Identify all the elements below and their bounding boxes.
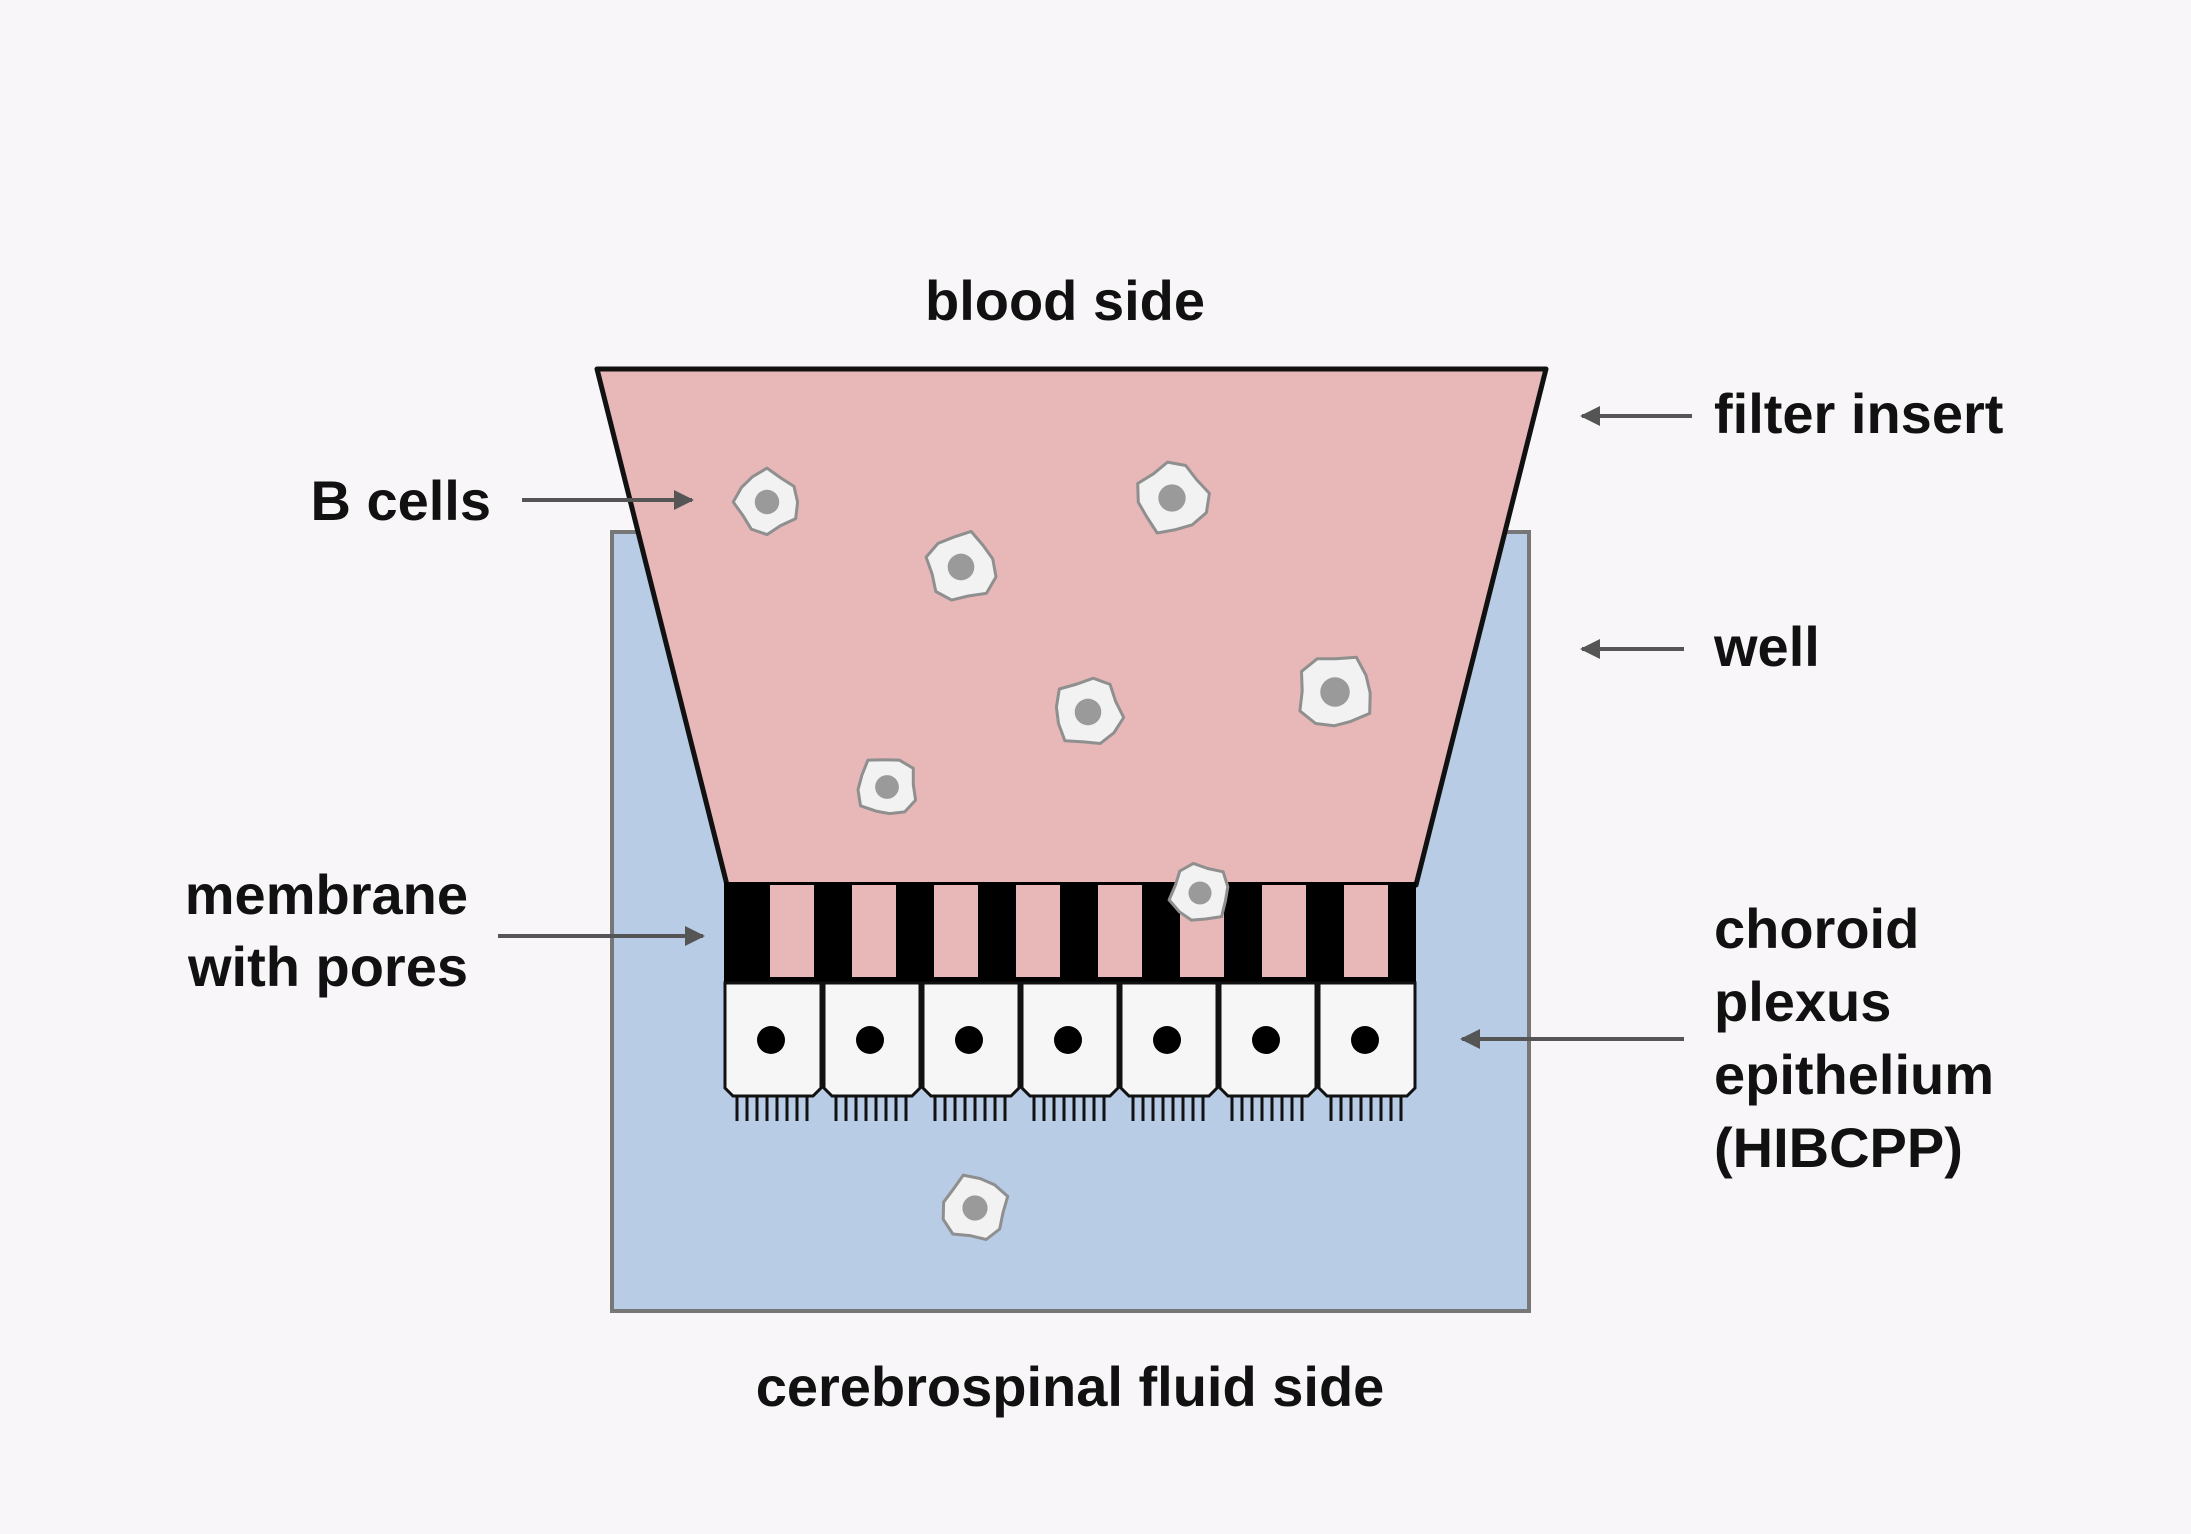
membrane-label-line2: with pores	[187, 935, 468, 998]
cell-nucleus	[955, 1026, 983, 1054]
microvilli	[834, 1096, 908, 1121]
membrane-pore	[1262, 885, 1306, 977]
membrane-pores	[770, 885, 1388, 977]
membrane-pore	[1344, 885, 1388, 977]
microvilli	[1329, 1096, 1403, 1121]
membrane-pore	[1016, 885, 1060, 977]
well-label: well	[1713, 615, 1820, 678]
membrane-pore	[852, 885, 896, 977]
cell-nucleus	[1351, 1026, 1379, 1054]
b-cell-nucleus	[754, 489, 780, 515]
cell-nucleus	[1054, 1026, 1082, 1054]
filter-insert-label: filter insert	[1714, 382, 2003, 445]
cell-nucleus	[856, 1026, 884, 1054]
epithelial-cell	[1020, 981, 1120, 1121]
cell-nucleus	[1153, 1026, 1181, 1054]
b-cells-label: B cells	[310, 469, 491, 532]
b-cell-nucleus	[875, 775, 899, 799]
epithelial-cell	[1218, 981, 1318, 1121]
membrane-pore	[770, 885, 814, 977]
b-cell-nucleus	[962, 1195, 988, 1221]
epithelial-cell-layer	[723, 981, 1417, 1121]
b-cell	[1167, 861, 1230, 922]
membrane-pore	[1098, 885, 1142, 977]
label-arrows	[498, 406, 1692, 1049]
b-cell	[1054, 676, 1126, 745]
choroid-label-line4: (HIBCPP)	[1714, 1116, 1963, 1179]
epithelial-cell	[822, 981, 922, 1121]
microvilli	[735, 1096, 809, 1121]
choroid-label-line2: plexus	[1714, 970, 1891, 1033]
b-cell-nucleus	[947, 553, 975, 581]
b-cell	[941, 1173, 1010, 1241]
epithelial-cell	[921, 981, 1021, 1121]
membrane-bar	[724, 882, 1416, 982]
blood-side-label: blood side	[925, 269, 1205, 332]
microvilli	[1032, 1096, 1106, 1121]
membrane-pore	[934, 885, 978, 977]
epithelial-cell	[1317, 981, 1417, 1121]
b-cell-nucleus	[1320, 677, 1350, 707]
porous-membrane	[724, 882, 1416, 982]
b-cell	[1298, 655, 1372, 728]
b-cell	[856, 758, 918, 816]
csf-side-label: cerebrospinal fluid side	[756, 1355, 1385, 1418]
cell-nucleus	[757, 1026, 785, 1054]
microvilli	[1131, 1096, 1205, 1121]
epithelial-cell	[1119, 981, 1219, 1121]
microvilli	[1230, 1096, 1304, 1121]
choroid-label-line1: choroid	[1714, 897, 1919, 960]
b-cell	[731, 466, 800, 537]
b-cell	[924, 529, 998, 602]
filter-insert-compartment	[594, 366, 1549, 888]
b-cell-nucleus	[1188, 881, 1212, 905]
epithelial-cell	[723, 981, 823, 1121]
b-cell-nucleus	[1074, 698, 1102, 726]
choroid-label-line3: epithelium	[1714, 1043, 1994, 1106]
cell-nucleus	[1252, 1026, 1280, 1054]
microvilli	[933, 1096, 1007, 1121]
b-cell-nucleus	[1158, 484, 1186, 512]
b-cell-group	[731, 460, 1372, 1241]
b-cell	[1136, 460, 1211, 535]
membrane-label-line1: membrane	[185, 863, 468, 926]
